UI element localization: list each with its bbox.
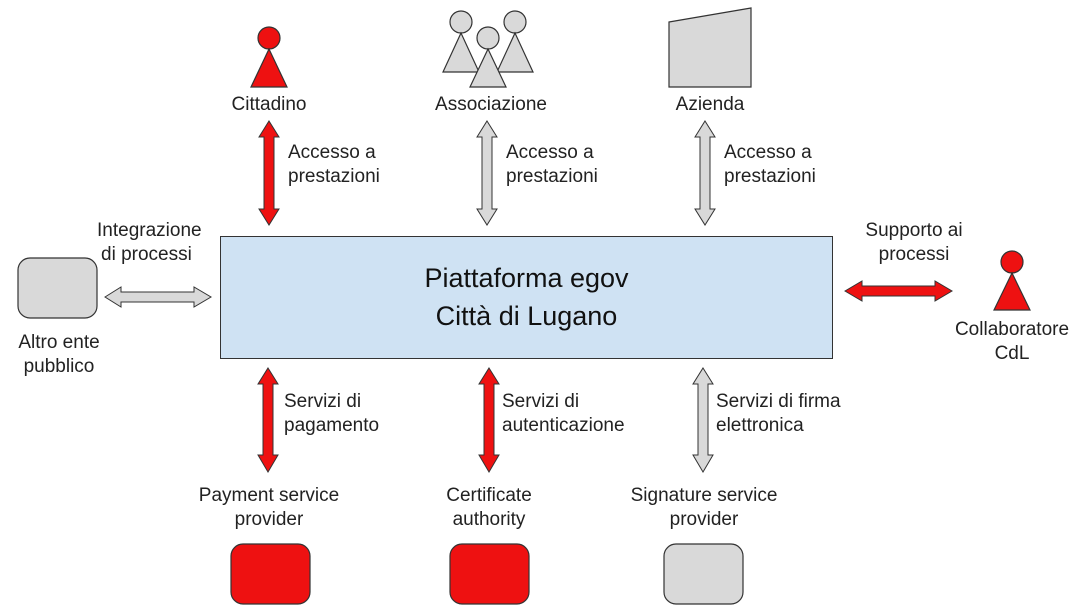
edge-certificate-line2: autenticazione bbox=[502, 415, 625, 436]
edge-altro-ente-line1: Integrazione bbox=[97, 220, 202, 241]
platform-box: Piattaforma egov Città di Lugano bbox=[220, 236, 833, 359]
edge-azienda-line2: prestazioni bbox=[724, 166, 816, 187]
edge-altro-ente-label: Integrazione di processi bbox=[97, 219, 202, 267]
associazione-label: Associazione bbox=[435, 94, 547, 115]
azienda-label: Azienda bbox=[675, 94, 745, 115]
certificate-authority-box-icon bbox=[449, 543, 530, 605]
edge-collaboratore-line2: processi bbox=[878, 244, 950, 265]
edge-certificate-line1: Servizi di bbox=[502, 391, 580, 412]
altro-ente-label-line1: Altro ente bbox=[18, 332, 100, 353]
payment-provider-label-line1: Payment service bbox=[198, 485, 340, 506]
edge-signature-line2: elettronica bbox=[716, 415, 804, 436]
cittadino-label: Cittadino bbox=[231, 94, 307, 115]
edge-associazione-label: Accesso a prestazioni bbox=[506, 141, 598, 189]
arrow-collaboratore bbox=[844, 280, 953, 302]
collaboratore-label-line2: CdL bbox=[994, 343, 1030, 364]
edge-collaboratore-line1: Supporto ai bbox=[865, 220, 963, 241]
payment-provider-label: Payment service provider bbox=[199, 484, 339, 532]
arrow-associazione bbox=[476, 120, 498, 226]
platform-title-line1: Piattaforma egov bbox=[424, 263, 629, 293]
edge-payment-label: Servizi di pagamento bbox=[284, 390, 379, 438]
edge-payment-line2: pagamento bbox=[284, 415, 380, 436]
signature-provider-label-line1: Signature service bbox=[630, 485, 778, 506]
collaboratore-person-icon bbox=[993, 250, 1031, 311]
signature-provider-box-icon bbox=[663, 543, 744, 605]
signature-provider-label: Signature service provider bbox=[631, 484, 778, 532]
arrow-signature bbox=[692, 367, 714, 473]
collaboratore-label-line1: Collaboratore bbox=[954, 319, 1070, 340]
arrow-cittadino bbox=[258, 120, 280, 226]
collaboratore-label: Collaboratore CdL bbox=[955, 318, 1069, 366]
arrow-certificate bbox=[478, 367, 500, 473]
edge-azienda-line1: Accesso a bbox=[724, 142, 812, 163]
edge-certificate-label: Servizi di autenticazione bbox=[502, 390, 625, 438]
edge-altro-ente-line2: di processi bbox=[101, 244, 192, 265]
edge-payment-line1: Servizi di bbox=[284, 391, 362, 412]
signature-provider-label-line2: provider bbox=[669, 509, 739, 530]
arrow-payment bbox=[257, 367, 279, 473]
certificate-authority-label-line2: authority bbox=[452, 509, 526, 530]
platform-title: Piattaforma egov Città di Lugano bbox=[221, 259, 832, 335]
edge-cittadino-label: Accesso a prestazioni bbox=[288, 141, 380, 189]
edge-associazione-line1: Accesso a bbox=[506, 142, 594, 163]
edge-signature-label: Servizi di firma elettronica bbox=[716, 390, 841, 438]
arrow-azienda bbox=[694, 120, 716, 226]
associazione-people-group-icon bbox=[442, 10, 534, 88]
platform-title-line2: Città di Lugano bbox=[435, 301, 618, 331]
edge-cittadino-line2: prestazioni bbox=[288, 166, 380, 187]
payment-provider-label-line2: provider bbox=[234, 509, 304, 530]
arrow-altro-ente bbox=[104, 286, 212, 308]
edge-associazione-line2: prestazioni bbox=[506, 166, 598, 187]
edge-cittadino-line1: Accesso a bbox=[288, 142, 376, 163]
azienda-building-icon bbox=[668, 7, 752, 88]
certificate-authority-label: Certificate authority bbox=[446, 484, 532, 532]
payment-provider-box-icon bbox=[230, 543, 311, 605]
edge-signature-line1: Servizi di firma bbox=[716, 391, 841, 412]
altro-ente-label-line2: pubblico bbox=[23, 356, 95, 377]
altro-ente-box-icon bbox=[17, 257, 98, 319]
edge-collaboratore-label: Supporto ai processi bbox=[865, 219, 962, 267]
altro-ente-label: Altro ente pubblico bbox=[18, 331, 99, 379]
cittadino-person-icon bbox=[250, 26, 288, 88]
certificate-authority-label-line1: Certificate bbox=[446, 485, 532, 506]
edge-azienda-label: Accesso a prestazioni bbox=[724, 141, 816, 189]
